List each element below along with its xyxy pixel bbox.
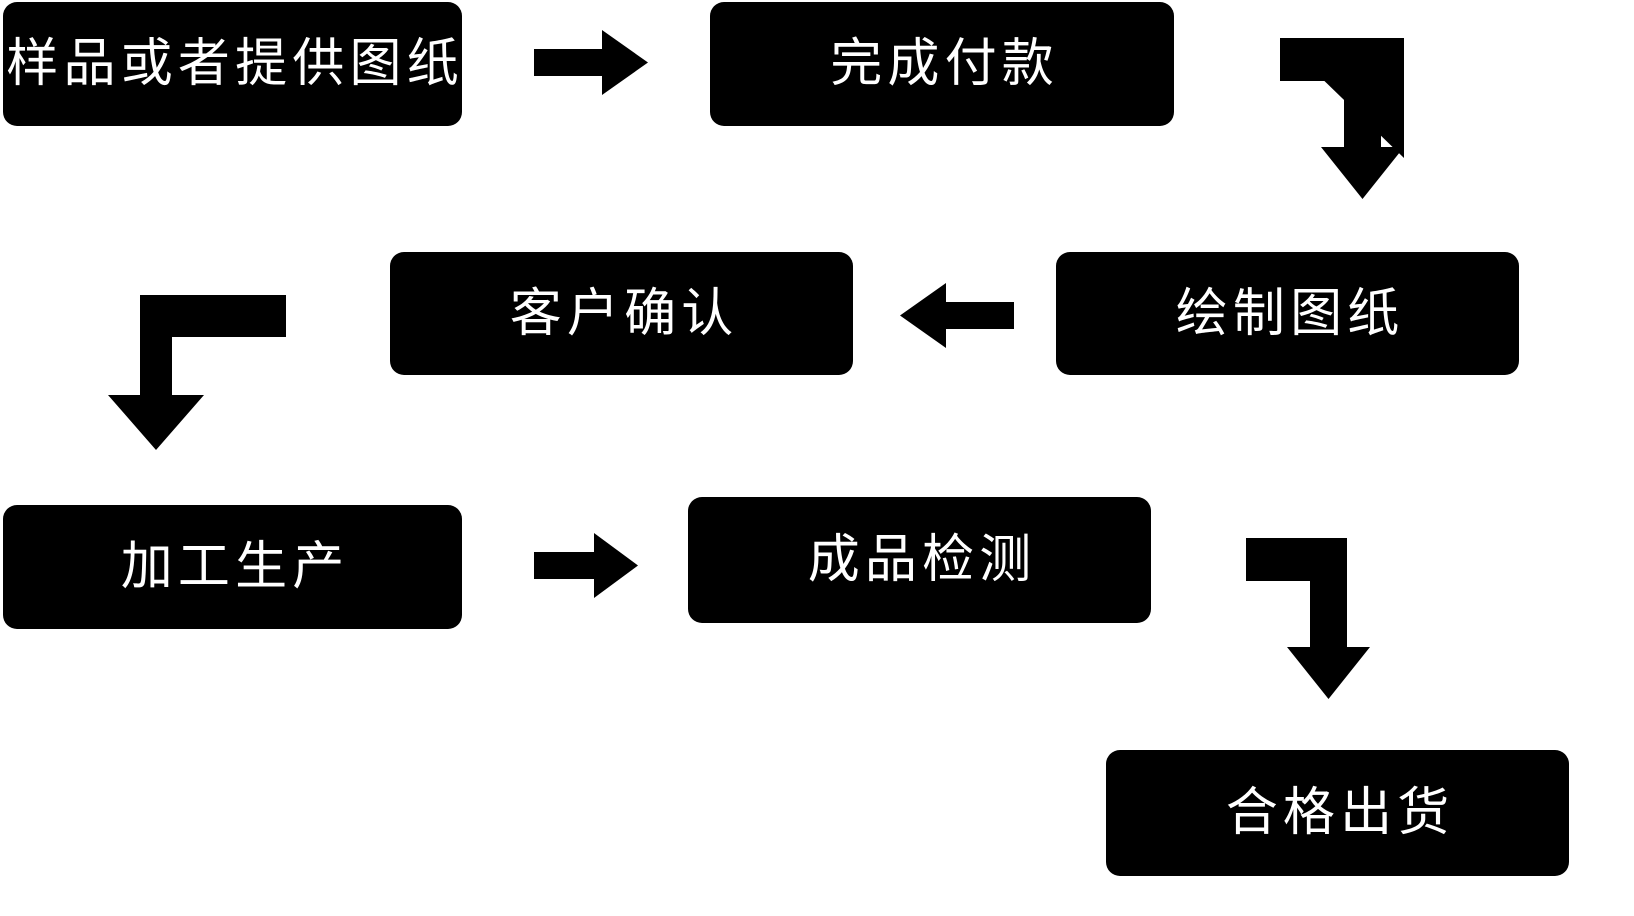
- node-sample-label: 样品或者提供图纸: [6, 35, 464, 93]
- node-inspection[interactable]: 成品检测: [688, 497, 1151, 623]
- node-shipping[interactable]: 合格出货: [1106, 750, 1569, 876]
- node-inspection-label: 成品检测: [807, 531, 1037, 589]
- connector-confirm-to-production: [108, 295, 286, 450]
- node-payment[interactable]: 完成付款: [710, 2, 1174, 126]
- connector-drawing-to-confirm: [900, 283, 1014, 348]
- elbow-arrow-left-down-icon: [108, 295, 286, 450]
- arrow-right-icon: [534, 30, 648, 95]
- node-drawing-label: 绘制图纸: [1175, 284, 1405, 343]
- node-production-label: 加工生产: [120, 538, 350, 596]
- elbow-arrow-right-down-icon: [1246, 538, 1370, 699]
- elbow-arrow-right-down-icon: [1280, 38, 1404, 199]
- connector-sample-to-payment: [534, 30, 648, 95]
- node-sample[interactable]: 样品或者提供图纸: [3, 2, 462, 126]
- node-drawing[interactable]: 绘制图纸: [1056, 252, 1519, 375]
- node-confirm[interactable]: 客户确认: [390, 252, 853, 375]
- node-production[interactable]: 加工生产: [3, 505, 462, 629]
- connector-inspection-to-shipping: [1246, 538, 1370, 699]
- node-confirm-label: 客户确认: [509, 284, 739, 343]
- arrow-left-icon: [900, 283, 1014, 348]
- node-payment-label: 完成付款: [830, 35, 1059, 93]
- connector-payment-to-drawing: [1280, 38, 1404, 199]
- node-shipping-label: 合格出货: [1225, 784, 1455, 842]
- arrow-right-icon: [534, 533, 638, 598]
- connector-production-to-inspection: [534, 533, 638, 598]
